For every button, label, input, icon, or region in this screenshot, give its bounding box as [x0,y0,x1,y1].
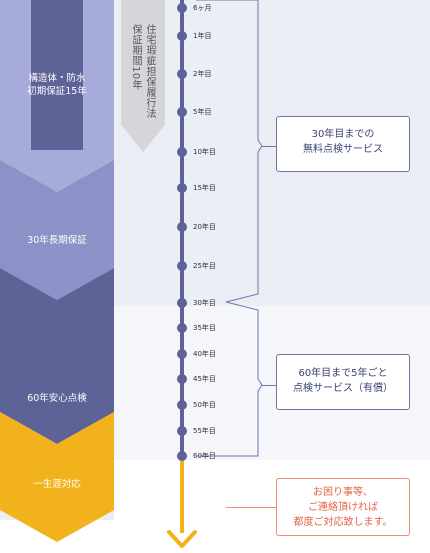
timeline-tail [180,458,184,533]
structure-warranty-line2: 初期保証15年 [27,86,87,97]
timeline-dot [177,261,187,271]
timeline-dot [177,400,187,410]
timeline-tick-label: 25年目 [193,262,216,270]
timeline-tick-label: 6ヶ月 [193,4,212,12]
band-inspection [0,268,114,444]
free-inspection-box: 30年目までの 無料点検サービス [276,116,410,172]
connector-free [262,146,276,147]
timeline-dot [177,107,187,117]
contact-line1: お困り事等、 [313,487,373,498]
timeline-tick-label: 15年目 [193,184,216,192]
connector-paid [262,385,276,386]
left-column-bands [0,0,114,542]
timeline-tick-label: 50年目 [193,401,216,409]
timeline-tick-label: 20年目 [193,223,216,231]
timeline-tick-label: 40年目 [193,350,216,358]
timeline-dot [177,298,187,308]
timeline-tick-label: 5年目 [193,108,212,116]
timeline-tick-label: 45年目 [193,375,216,383]
timeline-tick-label: 10年目 [193,148,216,156]
free-inspection-line1: 30年目までの [311,129,375,140]
timeline-tick-label: 2年目 [193,70,212,78]
band-lifetime [0,412,114,542]
contact-line3: 都度ご対応致します。 [293,517,393,528]
timeline-dot [177,31,187,41]
paid-inspection-box: 60年目まで5年ごと 点検サービス（有償） [276,354,410,410]
paid-inspection-line2: 点検サービス（有償） [293,383,393,394]
down-arrow-icon [167,530,197,548]
banner-line-1: 住宅瑕疵担保履行法 [144,24,155,119]
paid-inspection-line1: 60年目まで5年ごと [298,368,388,379]
inspection-label: 60年安心点検 [27,393,87,404]
lifetime-label: 一生涯対応 [33,479,81,490]
bracket-free-inspection [196,0,263,303]
bracket-paid-inspection [196,301,263,457]
timeline-dot [177,183,187,193]
timeline-dot [177,426,187,436]
band-long-warranty-top [31,0,83,150]
timeline-dot [177,147,187,157]
banner-line-2: 保証期間10年 [130,24,141,91]
timeline-tick-label: 35年目 [193,324,216,332]
contact-box: お困り事等、 ご連絡頂ければ 都度ご対応致します。 [276,478,410,536]
timeline-dot [177,451,187,461]
timeline-tick-label: 1年目 [193,32,212,40]
timeline-dot [177,349,187,359]
free-inspection-line2: 無料点検サービス [303,144,383,155]
timeline-tick-label: 30年目 [193,299,216,307]
band-long-warranty [0,160,114,300]
timeline-dot [177,323,187,333]
long-warranty-label: 30年長期保証 [27,235,87,246]
timeline-dot [177,222,187,232]
legal-warranty-banner: 住宅瑕疵担保履行法 保証期間10年 [121,0,165,152]
timeline-dot [177,69,187,79]
connector-contact [226,507,276,508]
timeline-dot [177,374,187,384]
timeline-dot [177,3,187,13]
structure-warranty-line1: 構造体・防水 [28,73,86,84]
contact-line2: ご連絡頂ければ [308,502,378,513]
structure-warranty-label: 構造体・防水 初期保証15年 [0,72,114,98]
left-column [0,0,114,542]
timeline-tick-label: 55年目 [193,427,216,435]
